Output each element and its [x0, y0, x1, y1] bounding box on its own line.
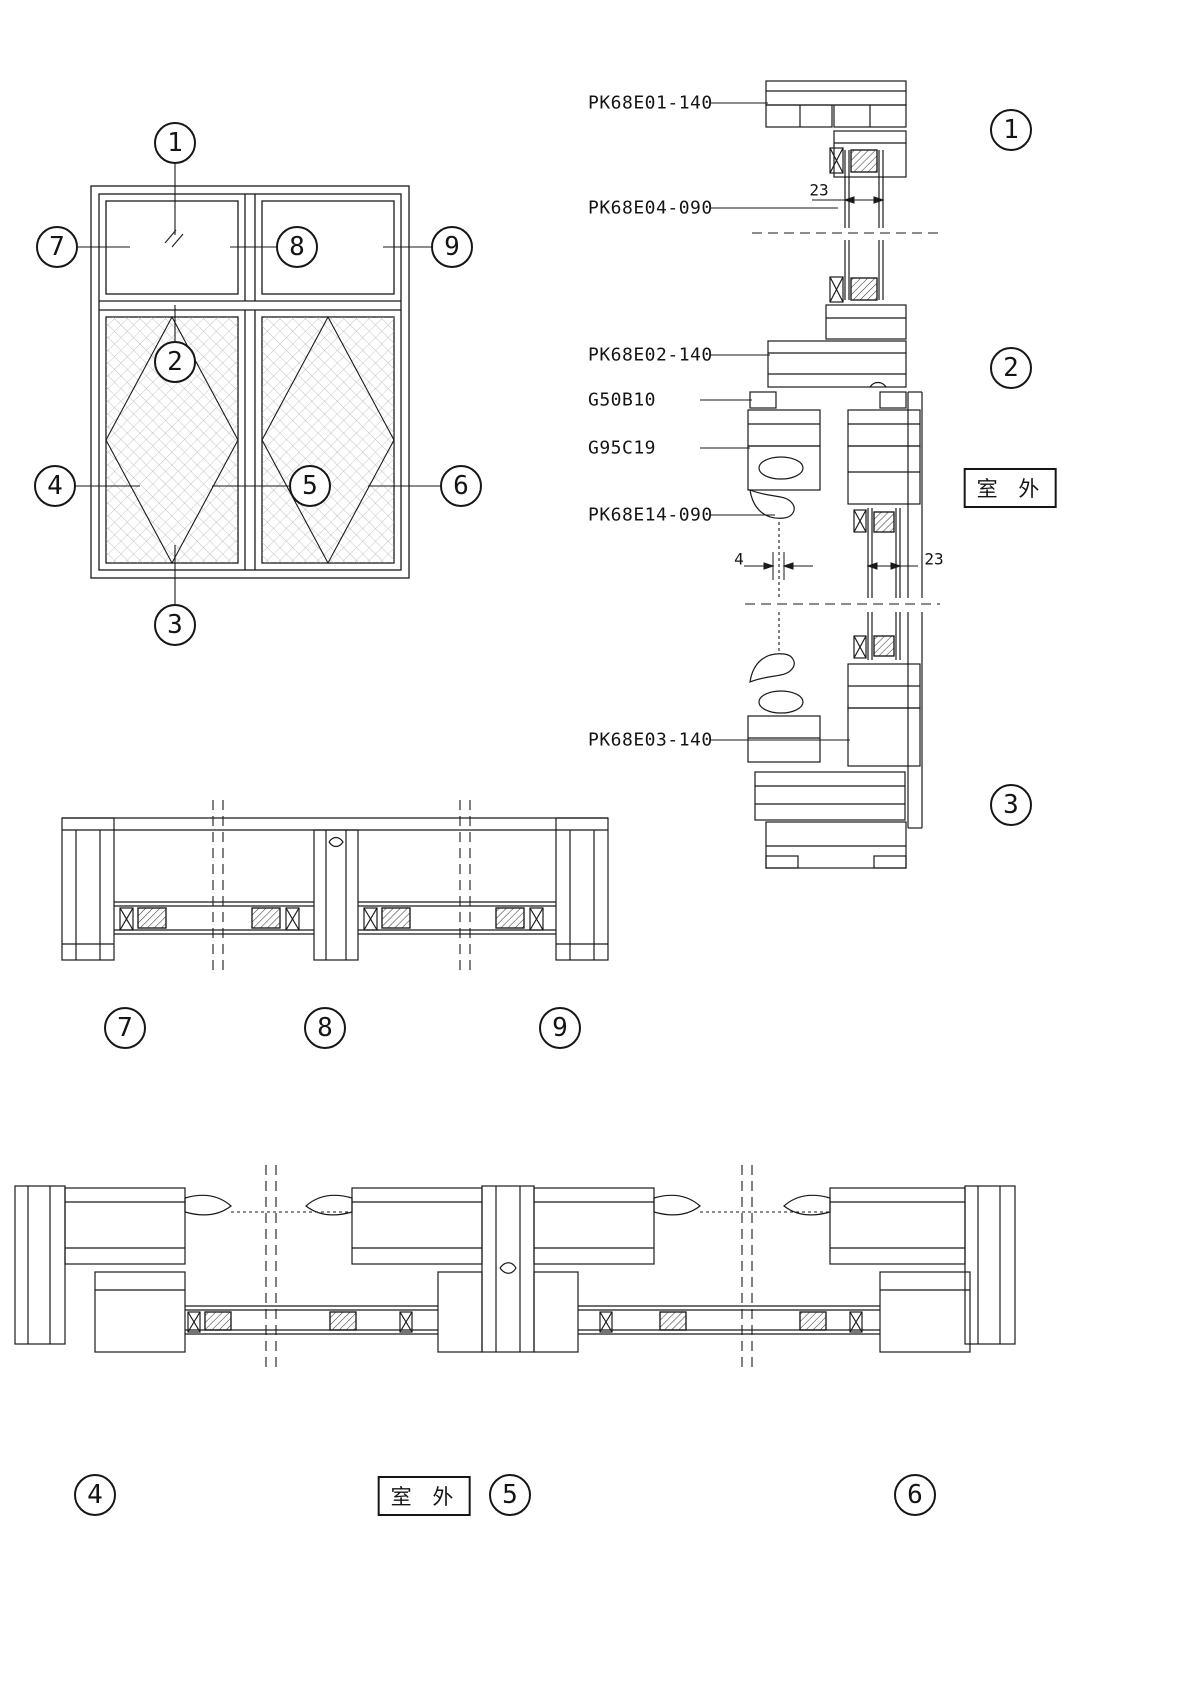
callout-elevation-9: 9 [431, 226, 473, 268]
part-label-pk68e04-090: PK68E04-090 [588, 197, 713, 219]
part-label-g50b10: G50B10 [588, 389, 657, 411]
callout-plan-6: 6 [894, 1474, 936, 1516]
outdoor-label-bottom: 室 外 [377, 1476, 471, 1516]
part-label-pk68e01-140: PK68E01-140 [588, 92, 713, 114]
callout-elevation-2: 2 [154, 341, 196, 383]
part-label-pk68e03-140: PK68E03-140 [588, 729, 713, 751]
dimension-glass-top: 23 [809, 180, 829, 200]
callout-plan-4: 4 [74, 1474, 116, 1516]
callout-elevation-3: 3 [154, 604, 196, 646]
callout-plan-5: 5 [489, 1474, 531, 1516]
part-label-g95c19: G95C19 [588, 437, 657, 459]
callout-section-1: 1 [990, 109, 1032, 151]
callout-elevation-8: 8 [276, 226, 318, 268]
callout-plan-7: 7 [104, 1007, 146, 1049]
callout-plan-9: 9 [539, 1007, 581, 1049]
callout-elevation-1: 1 [154, 122, 196, 164]
dimension-glass-mid: 23 [924, 549, 944, 569]
callout-elevation-5: 5 [289, 465, 331, 507]
part-label-pk68e02-140: PK68E02-140 [588, 344, 713, 366]
dimension-gap: 4 [734, 549, 744, 569]
callout-section-2: 2 [990, 347, 1032, 389]
part-label-pk68e14-090: PK68E14-090 [588, 504, 713, 526]
callout-section-3: 3 [990, 784, 1032, 826]
callout-plan-8: 8 [304, 1007, 346, 1049]
callout-elevation-7: 7 [36, 226, 78, 268]
outdoor-label-right: 室 外 [963, 468, 1057, 508]
callout-elevation-6: 6 [440, 465, 482, 507]
callout-elevation-4: 4 [34, 465, 76, 507]
